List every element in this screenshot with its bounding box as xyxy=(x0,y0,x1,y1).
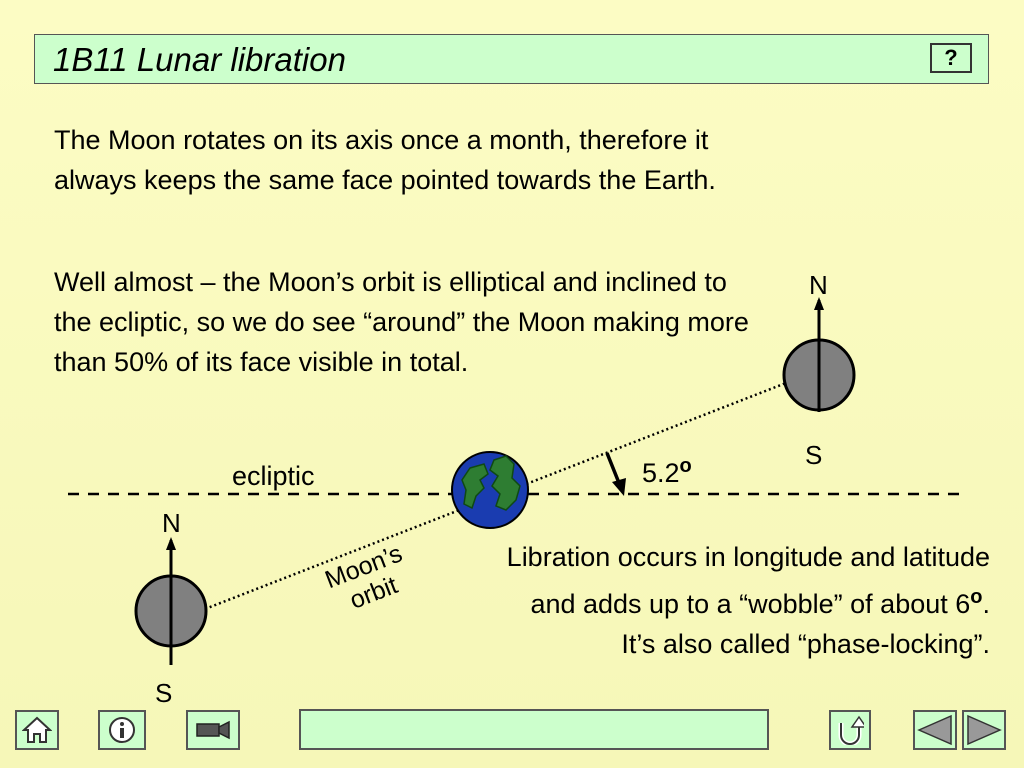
video-camera-icon xyxy=(196,720,230,740)
home-icon xyxy=(22,716,52,743)
help-button[interactable]: ? xyxy=(930,43,972,73)
moon-upper-north-arrow xyxy=(814,297,824,310)
return-button[interactable] xyxy=(829,710,871,750)
ecliptic-label: ecliptic xyxy=(232,461,315,491)
moon-upper-south-label: S xyxy=(805,440,822,470)
previous-button[interactable] xyxy=(913,710,957,750)
home-button[interactable] xyxy=(15,710,59,750)
page-title: 1B11 Lunar libration xyxy=(53,41,346,78)
next-icon xyxy=(967,714,1002,746)
video-button[interactable] xyxy=(186,710,240,750)
moon-upper xyxy=(782,297,856,412)
moon-lower-north-label: N xyxy=(162,508,181,538)
info-icon xyxy=(109,717,135,743)
earth-land-east xyxy=(489,455,521,511)
moon-lower xyxy=(134,537,208,665)
angle-value: 5.2 xyxy=(642,458,680,488)
orbit-paragraph: Well almost – the Moon’s orbit is ellipt… xyxy=(54,267,749,377)
next-button[interactable] xyxy=(962,710,1006,750)
libration-degree-symbol: o xyxy=(970,586,983,608)
intro-paragraph: The Moon rotates on its axis once a mont… xyxy=(54,125,716,195)
help-label: ? xyxy=(944,45,958,70)
info-button[interactable] xyxy=(98,710,146,750)
navigation-bar xyxy=(0,700,1024,760)
earth xyxy=(451,451,529,529)
earth-land-west xyxy=(461,463,489,510)
return-icon xyxy=(838,715,864,745)
angle-arrow-head xyxy=(612,478,626,496)
libration-text-end: . It’s also called “phase-locking”. xyxy=(621,589,990,659)
angle-label: 5.2o xyxy=(642,455,692,488)
moon-lower-north-arrow xyxy=(166,537,176,550)
moon-lower-south-label: S xyxy=(155,678,172,708)
status-box xyxy=(299,709,769,750)
angle-degree-symbol: o xyxy=(680,455,692,477)
previous-icon xyxy=(917,714,952,746)
libration-paragraph: Libration occurs in longitude and latitu… xyxy=(500,537,990,664)
angle-arrow xyxy=(605,452,626,496)
libration-text-start: Libration occurs in longitude and latitu… xyxy=(506,542,990,619)
moon-upper-north-label: N xyxy=(809,270,828,300)
orbit-label: Moon’s orbit xyxy=(321,539,406,614)
title-bar: 1B11 Lunar libration ? xyxy=(34,34,989,84)
